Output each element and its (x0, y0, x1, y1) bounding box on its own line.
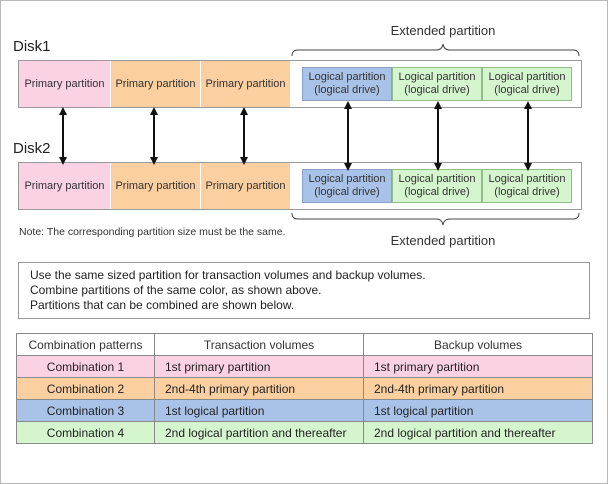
row-3-backup: 1st logical partition (363, 399, 593, 422)
table-row: Combination 2 2nd-4th primary partition … (16, 377, 593, 400)
combination-table: Combination patterns Transaction volumes… (16, 333, 593, 444)
table-header-row: Combination patterns Transaction volumes… (16, 333, 593, 356)
disk2-primary-partition-3: Primary partition (200, 163, 290, 209)
disk1-logical-2-line1: Logical partition (398, 71, 476, 83)
info-box: Use the same sized partition for transac… (18, 262, 590, 319)
header-transaction-volumes: Transaction volumes (154, 333, 364, 356)
disk1-primary-partition-1: Primary partition (19, 61, 110, 107)
disk1-primary-partition-3: Primary partition (200, 61, 290, 107)
table-row: Combination 4 2nd logical partition and … (16, 421, 593, 444)
disk2-logical-partition-3: Logical partition(logical drive) (482, 169, 572, 203)
table-row: Combination 3 1st logical partition 1st … (16, 399, 593, 422)
disk2-logical-2-line1: Logical partition (398, 173, 476, 185)
size-note: Note: The corresponding partition size m… (19, 226, 286, 238)
disk2-primary-partition-1: Primary partition (19, 163, 110, 209)
table-row: Combination 1 1st primary partition 1st … (16, 355, 593, 378)
disk1-logical-partition-3: Logical partition(logical drive) (482, 67, 572, 101)
disk1-logical-partition-1: Logical partition(logical drive) (302, 67, 392, 101)
disk1-logical-1-line1: Logical partition (308, 71, 386, 83)
disk1-logical-3-line1: Logical partition (488, 71, 566, 83)
row-3-pattern: Combination 3 (16, 399, 155, 422)
extended-partition-label-top: Extended partition (390, 23, 496, 38)
row-2-pattern: Combination 2 (16, 377, 155, 400)
disk2-label: Disk2 (13, 140, 51, 157)
disk2-logical-3-line2: (logical drive) (494, 186, 560, 198)
row-4-transaction: 2nd logical partition and thereafter (154, 421, 364, 444)
disk2-row: Primary partition Primary partition Prim… (18, 162, 582, 210)
header-backup-volumes: Backup volumes (363, 333, 593, 356)
info-line-3: Partitions that can be combined are show… (30, 298, 295, 312)
disk2-logical-1-line1: Logical partition (308, 173, 386, 185)
row-2-backup: 2nd-4th primary partition (363, 377, 593, 400)
info-line-1: Use the same sized partition for transac… (30, 268, 426, 282)
header-combination-patterns: Combination patterns (16, 333, 155, 356)
row-1-pattern: Combination 1 (16, 355, 155, 378)
disk1-label: Disk1 (13, 38, 51, 55)
extended-partition-label-bottom: Extended partition (390, 233, 496, 248)
disk2-logical-2-line2: (logical drive) (404, 186, 470, 198)
row-1-transaction: 1st primary partition (154, 355, 364, 378)
disk2-logical-partition-1: Logical partition(logical drive) (302, 169, 392, 203)
disk1-logical-3-line2: (logical drive) (494, 84, 560, 96)
row-2-transaction: 2nd-4th primary partition (154, 377, 364, 400)
row-1-backup: 1st primary partition (363, 355, 593, 378)
row-4-pattern: Combination 4 (16, 421, 155, 444)
info-line-2: Combine partitions of the same color, as… (30, 283, 322, 297)
row-3-transaction: 1st logical partition (154, 399, 364, 422)
disk2-logical-3-line1: Logical partition (488, 173, 566, 185)
disk1-primary-partition-2: Primary partition (110, 61, 200, 107)
extended-brace-top (291, 43, 580, 57)
disk1-logical-1-line2: (logical drive) (314, 84, 380, 96)
row-4-backup: 2nd logical partition and thereafter (363, 421, 593, 444)
extended-brace-bottom (291, 212, 580, 226)
disk1-logical-partition-2: Logical partition(logical drive) (392, 67, 482, 101)
disk1-row: Primary partition Primary partition Prim… (18, 60, 582, 108)
disk2-logical-1-line2: (logical drive) (314, 186, 380, 198)
disk1-logical-2-line2: (logical drive) (404, 84, 470, 96)
disk2-primary-partition-2: Primary partition (110, 163, 200, 209)
